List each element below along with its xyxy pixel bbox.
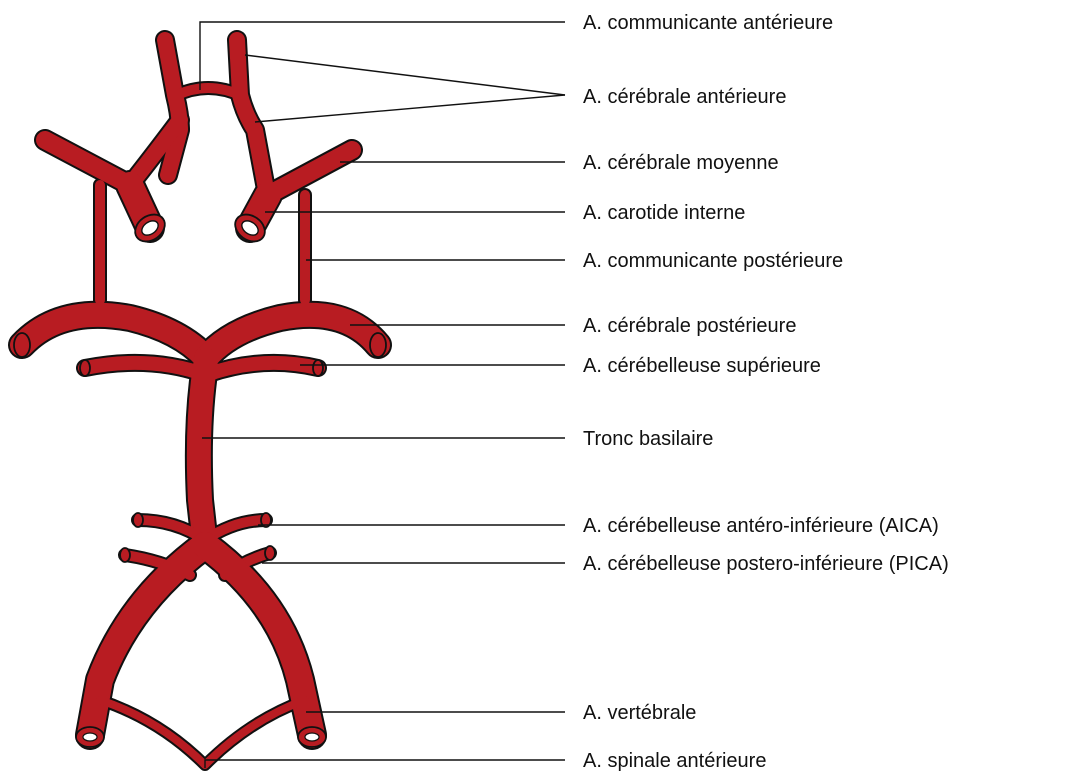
- label-aica: A. cérébelleuse antéro-inférieure (AICA): [583, 515, 939, 537]
- artery-fills: [22, 40, 378, 765]
- sca-right-end: [313, 360, 323, 376]
- leader-cereb-ant-bottom: [255, 95, 565, 122]
- pica-right-end: [265, 546, 275, 560]
- label-cereb-post: A. cérébrale postérieure: [583, 315, 796, 337]
- label-vertebrale: A. vertébrale: [583, 702, 696, 724]
- label-pica: A. cérébelleuse postero-inférieure (PICA…: [583, 553, 949, 575]
- vertebral-left-lumen: [83, 733, 97, 741]
- pca-left-end: [14, 333, 30, 357]
- pica-left-end: [120, 548, 130, 562]
- label-cereb-ant: A. cérébrale antérieure: [583, 86, 786, 108]
- label-basilaire: Tronc basilaire: [583, 428, 713, 450]
- label-carotide: A. carotide interne: [583, 202, 745, 224]
- label-cerebel-sup: A. cérébelleuse supérieure: [583, 355, 821, 377]
- label-spinale: A. spinale antérieure: [583, 750, 766, 772]
- leader-spinale: [205, 760, 565, 768]
- vertebral-right-lumen: [305, 733, 319, 741]
- label-cereb-moy: A. cérébrale moyenne: [583, 152, 779, 174]
- pca-right-end: [370, 333, 386, 357]
- leader-cereb-ant-top: [245, 55, 565, 95]
- label-comm-ant: A. communicante antérieure: [583, 12, 833, 34]
- sca-left-end: [80, 360, 90, 376]
- label-comm-post: A. communicante postérieure: [583, 250, 843, 272]
- aica-left-end: [133, 513, 143, 527]
- labels: A. communicante antérieure A. cérébrale …: [583, 12, 949, 772]
